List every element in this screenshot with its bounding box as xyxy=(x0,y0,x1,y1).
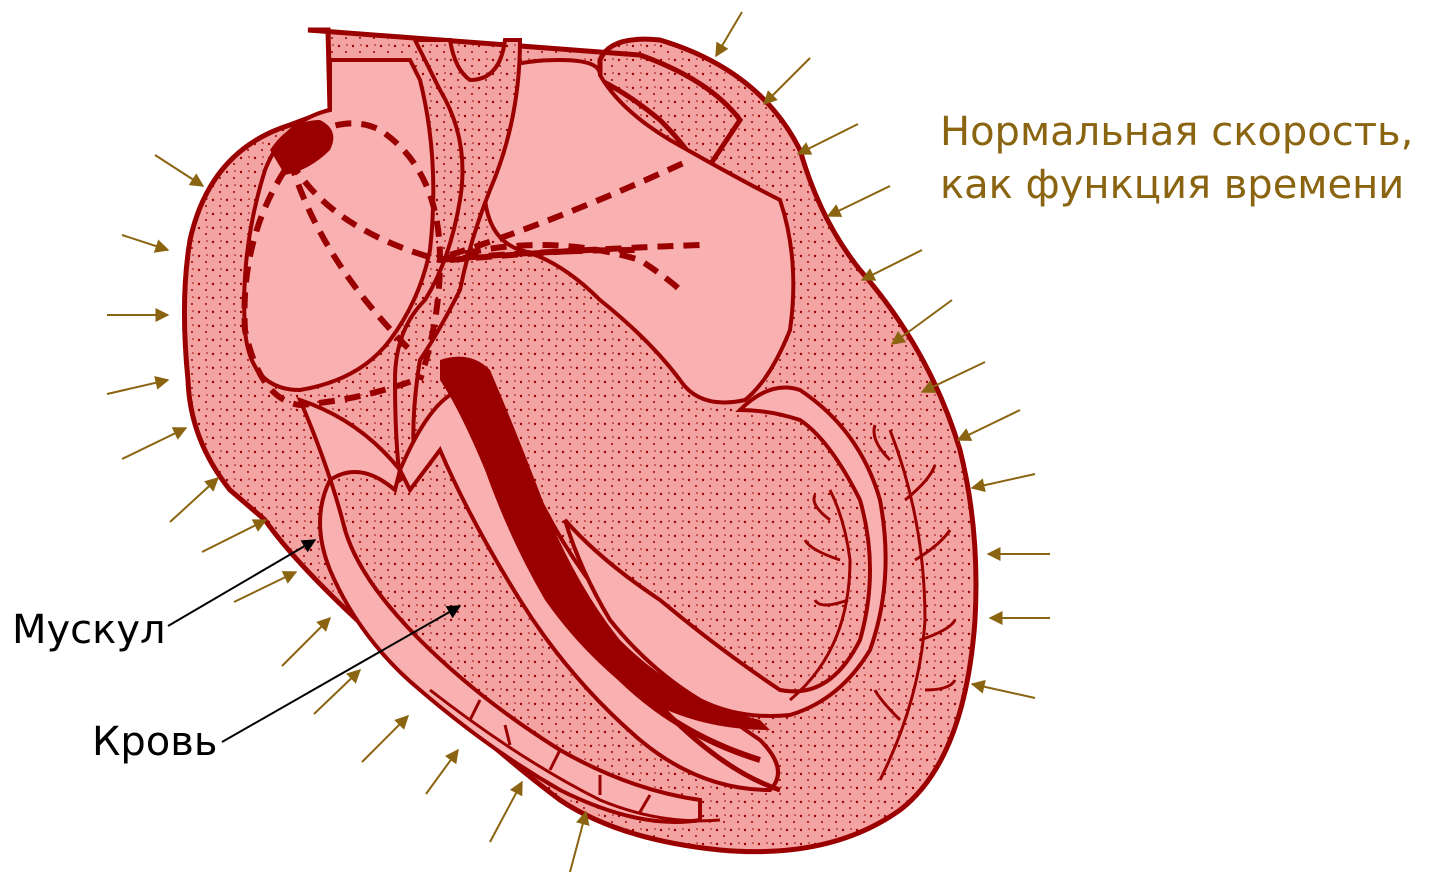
arrow-icon xyxy=(426,750,458,794)
arrow-icon xyxy=(828,186,890,216)
label-muscle: Мускул xyxy=(12,607,166,653)
arrow-icon xyxy=(972,684,1035,698)
arrow-icon xyxy=(122,428,186,459)
leader-line-muscle xyxy=(168,540,315,626)
arrow-icon xyxy=(490,782,522,842)
heart-cross-section-icon xyxy=(184,30,976,852)
title-line-1: Нормальная скорость, xyxy=(940,109,1413,155)
arrow-icon xyxy=(234,572,296,602)
arrow-icon xyxy=(862,250,922,280)
arrow-icon xyxy=(570,812,586,872)
arrow-icon xyxy=(362,716,408,762)
label-blood: Кровь xyxy=(92,719,217,765)
arrow-icon xyxy=(155,155,203,186)
title-line-2: как функция времени xyxy=(940,162,1404,208)
arrow-icon xyxy=(202,520,266,552)
arrow-icon xyxy=(798,124,858,154)
arrow-icon xyxy=(170,478,218,522)
arrow-icon xyxy=(764,58,810,104)
arrow-icon xyxy=(107,380,168,394)
arrow-icon xyxy=(716,12,742,56)
arrow-icon xyxy=(972,474,1035,488)
arrow-icon xyxy=(122,235,168,250)
arrow-icon xyxy=(958,410,1020,440)
arrow-icon xyxy=(282,618,330,666)
